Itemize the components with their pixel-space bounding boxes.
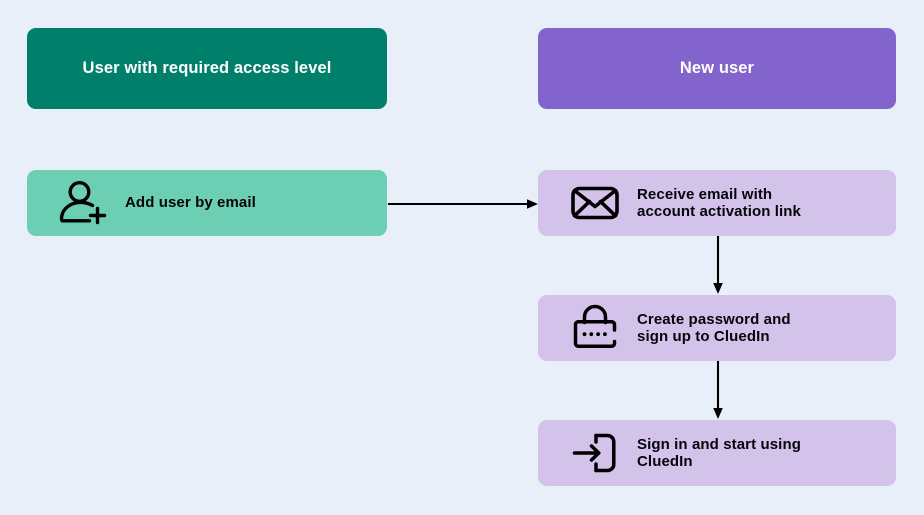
step-receive-email[interactable]: Receive email with account activation li… [538, 170, 896, 236]
lane-header-new-user-label: New user [679, 58, 755, 77]
connector-receive-email-to-create-password [707, 236, 729, 296]
user-plus-icon [53, 180, 115, 226]
step-add-user-by-email[interactable]: Add user by email [27, 170, 387, 236]
sign-in-icon [564, 429, 626, 477]
lane-header-new-user: New user [538, 28, 896, 109]
step-create-password[interactable]: Create password and sign up to CluedIn [538, 295, 896, 361]
lane-header-admin-label: User with required access level [82, 58, 332, 77]
step-receive-email-label: Receive email with account activation li… [637, 185, 802, 220]
step-create-password-label: Create password and sign up to CluedIn [637, 310, 791, 345]
lock-icon [564, 304, 626, 352]
step-sign-in-label: Sign in and start using CluedIn [637, 435, 801, 470]
connector-add-user-to-receive-email [388, 193, 540, 215]
lane-header-admin: User with required access level [27, 28, 387, 109]
step-add-user-by-email-label: Add user by email [125, 194, 256, 212]
envelope-icon [564, 181, 626, 225]
step-sign-in[interactable]: Sign in and start using CluedIn [538, 420, 896, 486]
connector-create-password-to-sign-in [707, 361, 729, 421]
